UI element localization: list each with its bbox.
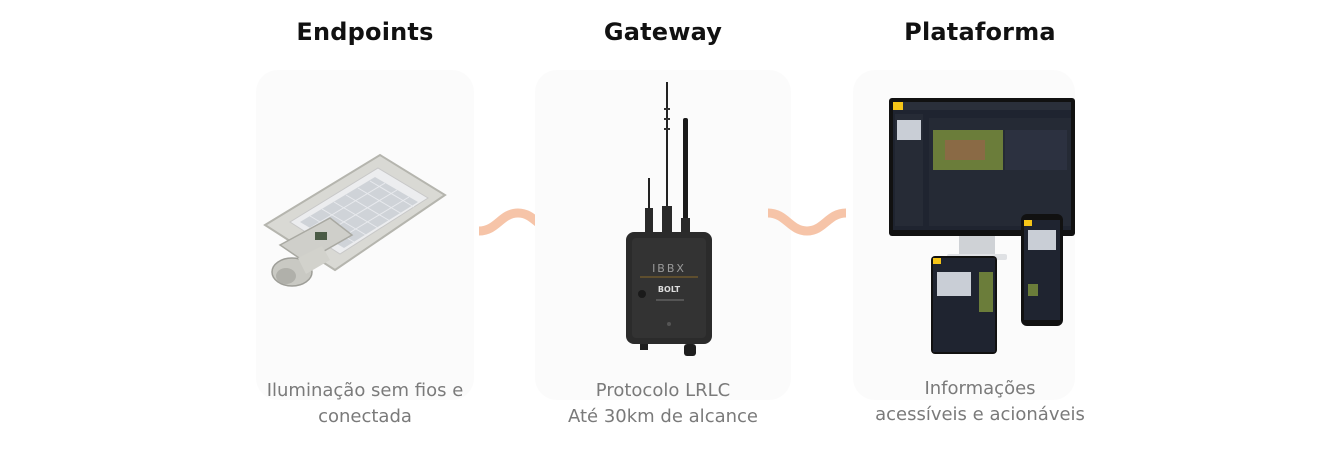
- connector-wave-2: [767, 208, 847, 236]
- gateway-caption-line-1: Protocolo LRLC: [595, 380, 731, 401]
- endpoints-caption: Iluminação sem fios e conectada: [230, 378, 500, 430]
- gateway-device-image: IBBX BOLT: [626, 82, 712, 356]
- column-endpoints: Endpoints Iluminação sem fios e con: [230, 0, 500, 452]
- gateway-caption-line-2: Até 30km de alcance: [568, 406, 758, 427]
- endpoints-caption-line-1: Iluminação sem fios e: [266, 380, 464, 401]
- column-gateway: Gateway IBBX BOLT Protocolo LRLC Até 30k…: [530, 0, 796, 452]
- plataforma-caption-line-1: Informações: [924, 378, 1036, 399]
- street-light-image: [263, 153, 447, 287]
- plataforma-caption-line-2: acessíveis e acionáveis: [875, 404, 1085, 425]
- column-plataforma: Plataforma Informações acessíveis e acio…: [845, 0, 1115, 452]
- plataforma-caption: Informações acessíveis e acionáveis: [845, 376, 1115, 428]
- devices-image: [889, 98, 1075, 354]
- gateway-model-text: BOLT: [658, 285, 681, 294]
- gateway-title: Gateway: [603, 18, 723, 46]
- plataforma-title: Plataforma: [904, 18, 1056, 46]
- endpoints-caption-line-2: conectada: [318, 406, 412, 427]
- endpoints-title: Endpoints: [296, 18, 434, 46]
- gateway-caption: Protocolo LRLC Até 30km de alcance: [530, 378, 796, 430]
- gateway-brand-text: IBBX: [652, 262, 686, 275]
